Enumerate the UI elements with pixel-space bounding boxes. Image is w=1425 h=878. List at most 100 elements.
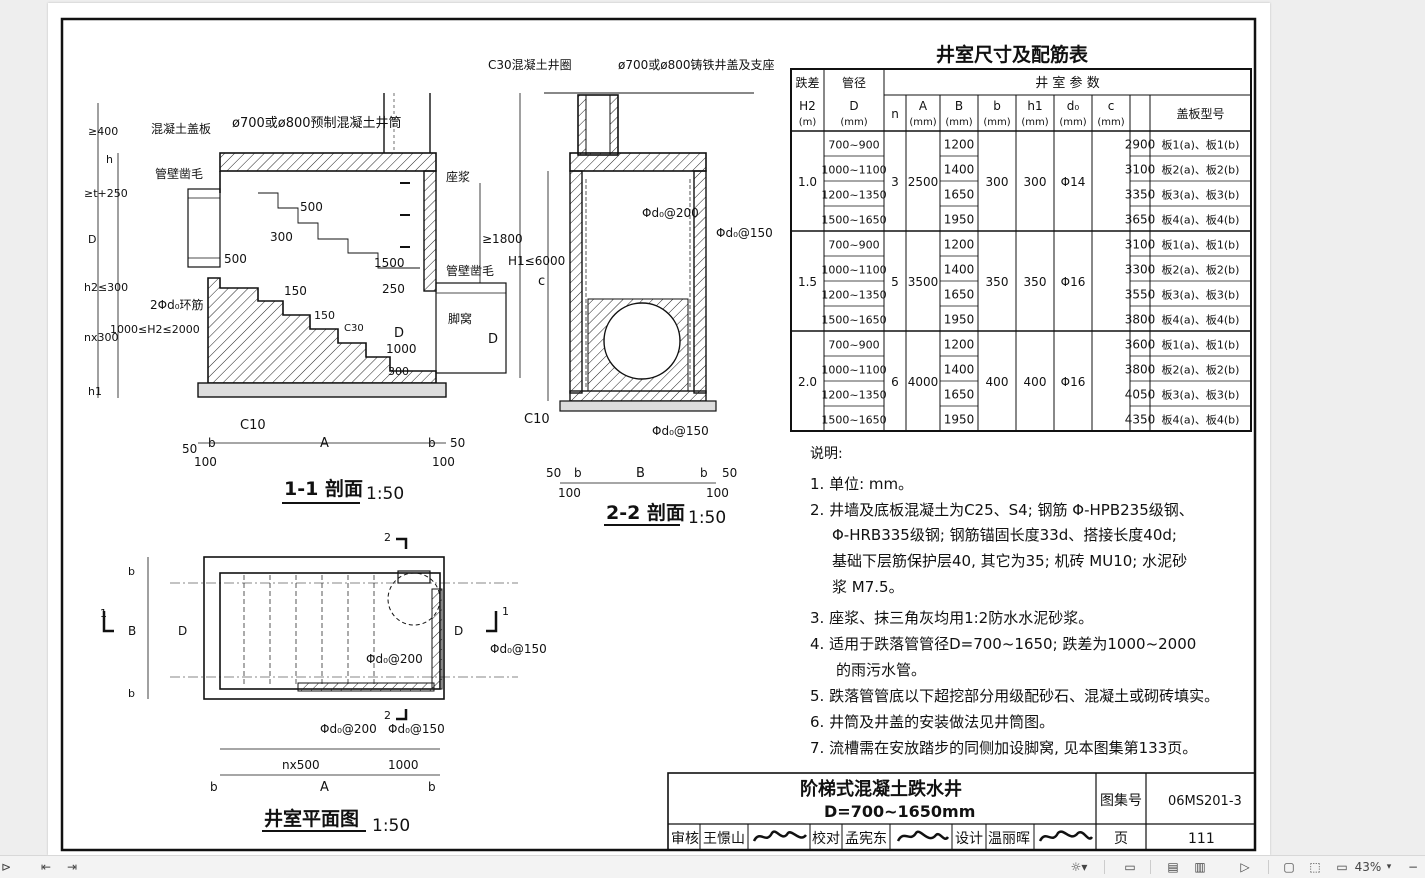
eye-care-icon[interactable]: ☼▾ — [1070, 860, 1088, 874]
cell-c: 3100 — [1125, 163, 1156, 177]
dim-50-right-2: 50 — [722, 466, 737, 480]
dim-A: A — [320, 436, 329, 451]
cell-B: 1950 — [944, 213, 975, 227]
dim-b-right: b — [428, 436, 436, 450]
single-page-view-icon[interactable]: ▭ — [1124, 860, 1136, 874]
dim-1500: 1500 — [374, 256, 405, 270]
plan-dim-1000: 1000 — [388, 758, 419, 772]
document-viewport[interactable]: 混凝土盖板 ø700或ø800预制混凝土井筒 管壁凿毛 座浆 管壁凿毛 2Φd₀… — [0, 0, 1425, 855]
dim-500-a: 500 — [300, 200, 323, 214]
continuous-view-icon[interactable]: ▤ — [1167, 860, 1179, 874]
dim-50-left-2: 50 — [546, 466, 561, 480]
cell-d: 1500~1650 — [821, 414, 886, 427]
plan-dim-B: B — [128, 624, 136, 638]
title-block: 阶梯式混凝土跌水井 D=700~1650mm 图集号 06MS201-3 页 1… — [667, 772, 1256, 851]
cell-h2: 1.0 — [798, 175, 817, 189]
th-b_low_unit: (mm) — [983, 117, 1010, 128]
first-page-icon[interactable]: ⇤ — [40, 860, 52, 874]
dim-t250: ≥t+250 — [84, 187, 128, 200]
plan-cut-1-right: 1 — [502, 605, 509, 618]
play-icon[interactable]: ▷ — [1240, 860, 1250, 874]
th-n: n — [891, 107, 899, 121]
plan-rebar-200: Φd₀@200 — [320, 722, 377, 736]
cell-c: 4350 — [1125, 413, 1156, 427]
cell-d: 700~900 — [828, 139, 879, 152]
fit-page-icon[interactable]: ⬚ — [1309, 860, 1321, 874]
drawing-page: 混凝土盖板 ø700或ø800预制混凝土井筒 管壁凿毛 座浆 管壁凿毛 2Φd₀… — [48, 3, 1270, 855]
drawing-frame — [60, 17, 1257, 852]
plan-dim-b-right: b — [428, 780, 436, 794]
drawing-sheet: 混凝土盖板 ø700或ø800预制混凝土井筒 管壁凿毛 座浆 管壁凿毛 2Φd₀… — [60, 17, 1257, 852]
plan-dim-D-left: D — [178, 624, 187, 638]
dim-H2: 1000≤H2≤2000 — [110, 323, 200, 336]
dim-D-right: D — [488, 332, 498, 347]
cell-d0: Φ14 — [1061, 175, 1086, 189]
cell-a: 3500 — [908, 275, 939, 289]
dim-100-left: 100 — [194, 455, 217, 469]
dim-b-right-2: b — [700, 466, 708, 480]
page-number: 111 — [1188, 831, 1215, 847]
note-line: Φ-HRB335级钢; 钢筋锚固长度33d、搭接长度40d; — [832, 526, 1177, 544]
atlas-number: 06MS201-3 — [1168, 794, 1242, 809]
cell-c: 3550 — [1125, 288, 1156, 302]
note-line: 6. 井筒及井盖的安装做法见井筒图。 — [810, 713, 1054, 731]
th-pipe: 管径 — [842, 75, 866, 90]
th-params: 井 室 参 数 — [1035, 75, 1099, 91]
cell-cover: 板3(a)、板3(b) — [1162, 288, 1240, 302]
label-rebar-150: Φd₀@150 — [716, 226, 773, 240]
dim-100-right-2: 100 — [706, 486, 729, 500]
cell-n: 6 — [891, 375, 899, 389]
spec-table: 井室尺寸及配筋表 跌差管径井 室 参 数H2(m)D(mm)nA(mm)B(mm… — [790, 43, 1252, 432]
th-d0: d₀ — [1067, 99, 1080, 113]
zoom-level[interactable]: 43% — [1354, 860, 1382, 874]
plan-cut-2-top: 2 — [384, 531, 391, 544]
collapse-left-icon[interactable]: ⊳ — [0, 860, 12, 874]
th-d_unit: (mm) — [840, 117, 867, 128]
plan-view: 1 1 2 2 Φd₀@200 Φd₀@200 Φd₀@150 Φd₀@150 … — [100, 531, 547, 836]
dim-b-left: b — [208, 436, 216, 450]
dim-H1: H1≤6000 — [508, 254, 565, 268]
cell-n: 5 — [891, 275, 899, 289]
label-c30: C30 — [344, 323, 364, 334]
th-a: A — [919, 99, 928, 113]
last-page-icon[interactable]: ⇥ — [66, 860, 78, 874]
cell-c: 3800 — [1125, 313, 1156, 327]
dim-150-b: 150 — [314, 309, 335, 322]
notes-heading: 说明: — [810, 446, 843, 462]
label-foot-recess: 脚窝 — [448, 311, 472, 326]
dim-300-b: 300 — [388, 365, 409, 378]
th-h1: h1 — [1027, 99, 1042, 113]
cell-cover: 板3(a)、板3(b) — [1162, 388, 1240, 402]
title-sub: D=700~1650mm — [824, 802, 975, 821]
cell-B: 1200 — [944, 338, 975, 352]
cell-d: 700~900 — [828, 239, 879, 252]
comment-icon[interactable]: ▭ — [1336, 860, 1348, 874]
note-line: 浆 M7.5。 — [832, 578, 904, 596]
dim-nx300: nx300 — [84, 331, 118, 344]
th-d0_unit: (mm) — [1059, 117, 1086, 128]
cell-n: 3 — [891, 175, 899, 189]
note-line: 基础下层筋保护层40, 其它为35; 机砖 MU10; 水泥砂 — [832, 552, 1187, 570]
cell-h1: 400 — [1024, 375, 1047, 389]
section-2-2: C30混凝土井圈 ø700或ø800铸铁井盖及支座 Φd₀@200 Φd₀@15… — [488, 57, 775, 528]
label-rebar-200: Φd₀@200 — [642, 206, 699, 220]
note-line: 7. 流槽需在安放踏步的同侧加设脚窝, 见本图集第133页。 — [810, 739, 1197, 757]
dim-h1: h1 — [88, 385, 102, 398]
dim-100-right: 100 — [432, 455, 455, 469]
cell-B: 1650 — [944, 388, 975, 402]
label-pipe-wall-right: 管壁凿毛 — [446, 263, 494, 278]
dim-D-left: D — [88, 233, 96, 246]
cell-B: 1650 — [944, 188, 975, 202]
cell-d: 700~900 — [828, 339, 879, 352]
zoom-dropdown-icon[interactable]: ▾ — [1386, 862, 1392, 872]
cell-B: 1400 — [944, 263, 975, 277]
actual-size-icon[interactable]: ▢ — [1283, 860, 1295, 874]
cell-h1: 300 — [1024, 175, 1047, 189]
cell-b: 400 — [986, 375, 1009, 389]
label-shaft: ø700或ø800预制混凝土井筒 — [232, 115, 402, 131]
th-b_unit: (mm) — [945, 117, 972, 128]
dual-page-view-icon[interactable]: ▥ — [1194, 860, 1206, 874]
zoom-out-icon[interactable]: − — [1407, 860, 1419, 874]
dim-100-left-2: 100 — [558, 486, 581, 500]
reviewer-name: 王憬山 — [703, 831, 745, 847]
